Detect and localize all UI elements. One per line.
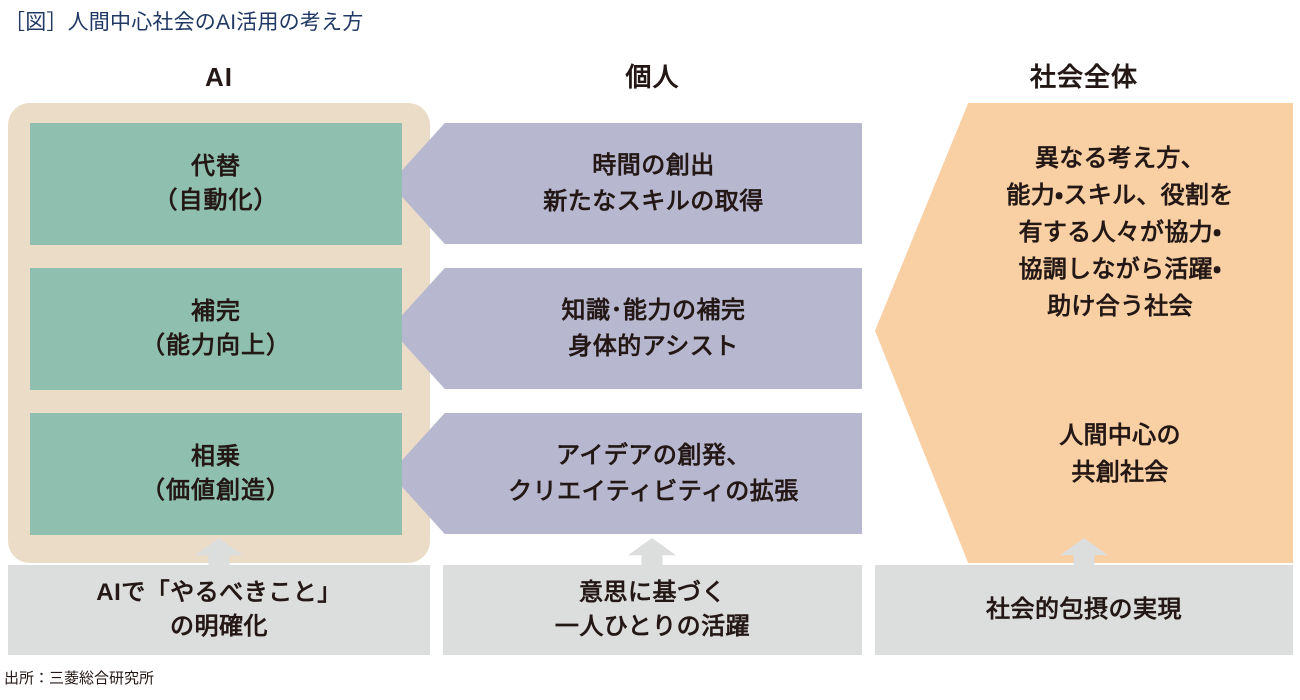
column-header-ai: AI — [205, 62, 233, 92]
ai-role-title: 相乗 — [191, 443, 241, 470]
column-header-society: 社会全体 — [1029, 62, 1138, 92]
ai-role-subtitle: （自動化） — [153, 187, 279, 214]
society-outcome-line: 共創社会 — [1071, 459, 1169, 486]
society-outcome-text: 人間中心の 共創社会 — [875, 417, 1293, 491]
column-header-individual: 個人 — [625, 62, 680, 92]
individual-benefit-arrow-time: 時間の創出 新たなスキルの取得 — [390, 123, 862, 244]
benefit-line-1: 時間の創出 — [592, 151, 715, 179]
society-description-line: 能力・スキル、役割を — [1006, 182, 1234, 209]
society-description-line: 有する人々が協力・ — [1018, 219, 1222, 246]
benefit-line-2: 身体的アシスト — [568, 332, 739, 360]
society-description-line: 助け合う社会 — [1047, 293, 1193, 320]
ai-role-card-substitution: 代替 （自動化） — [30, 123, 402, 245]
foundation-card-ai: AIで「やるべきこと」 の明確化 — [8, 565, 430, 655]
foundation-line-2: の明確化 — [170, 613, 268, 640]
society-arrow-shape — [875, 103, 1293, 563]
benefit-line-2: 新たなスキルの取得 — [543, 187, 764, 215]
society-description-text: 異なる考え方、 能力・スキル、役割を 有する人々が協力・ 協調しながら活躍・ 助… — [875, 140, 1293, 325]
foundation-card-society: 社会的包摂の実現 — [875, 565, 1293, 655]
ai-role-card-complement: 補完 （能力向上） — [30, 268, 402, 390]
ai-role-card-synergy: 相乗 （価値創造） — [30, 413, 402, 535]
benefit-line-1: アイデアの創発、 — [556, 441, 751, 469]
society-description-line: 異なる考え方、 — [1034, 145, 1206, 172]
foundation-line-1: AIで「やるべきこと」 — [96, 579, 342, 606]
foundation-line-1: 意思に基づく — [579, 579, 726, 606]
foundation-card-individual: 意思に基づく 一人ひとりの活躍 — [443, 565, 862, 655]
ai-role-subtitle: （価値創造） — [141, 477, 291, 504]
society-description-line: 協調しながら活躍・ — [1018, 256, 1222, 283]
individual-benefit-arrow-knowledge: 知識･能力の補完 身体的アシスト — [390, 268, 862, 389]
individual-benefit-arrow-creativity: アイデアの創発、 クリエイティビティの拡張 — [390, 413, 862, 534]
benefit-line-1: 知識･能力の補完 — [561, 296, 746, 324]
source-note: 出所：三菱総合研究所 — [4, 670, 155, 687]
foundation-line-1: 社会的包摂の実現 — [986, 596, 1182, 623]
ai-role-title: 補完 — [191, 298, 241, 325]
foundation-line-2: 一人ひとりの活躍 — [554, 613, 751, 640]
figure-title: ［図］人間中心社会のAI活用の考え方 — [4, 11, 364, 34]
society-outcome-line: 人間中心の — [1059, 422, 1181, 449]
benefit-line-2: クリエイティビティの拡張 — [508, 477, 799, 505]
ai-role-title: 代替 — [191, 153, 241, 180]
ai-role-subtitle: （能力向上） — [141, 332, 291, 359]
